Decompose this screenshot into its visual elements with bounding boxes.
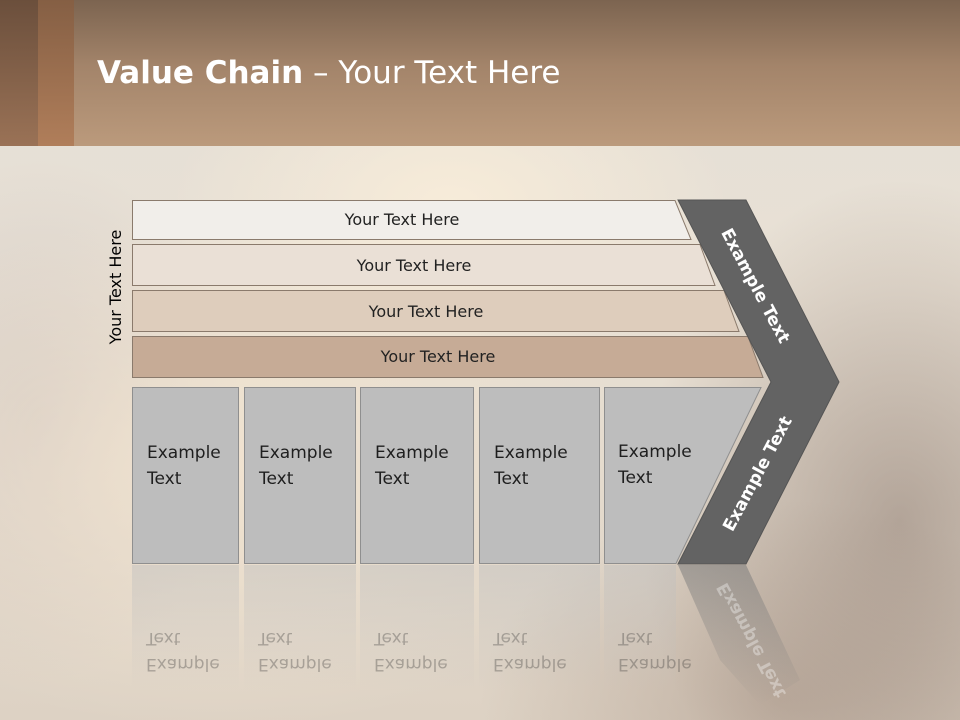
example-box-2: Example Text (244, 387, 356, 564)
reflection-1: Example Text (132, 565, 239, 705)
row-1: Your Text Here (132, 200, 692, 240)
row-2-label: Your Text Here (356, 256, 472, 275)
title-bold: Value Chain (97, 55, 304, 91)
row-2-shape (132, 244, 716, 286)
reflection-5: Example Text (604, 565, 692, 705)
reflection-3: Example Text (360, 565, 474, 705)
example-box-2-label: Example Text (259, 443, 333, 489)
chevron-shape (677, 199, 840, 565)
slide-title: Value Chain – Your Text Here (97, 53, 560, 93)
header-band: Value Chain – Your Text Here (0, 0, 960, 146)
example-box-5-label: Example Text (618, 442, 692, 488)
example-box-5: Example Text (604, 387, 762, 564)
example-box-1: Example Text (132, 387, 239, 564)
row-1-label: Your Text Here (344, 210, 460, 229)
chevron-reflection (678, 565, 800, 705)
row-3: Your Text Here (132, 290, 740, 332)
example-box-5-shape (604, 387, 762, 564)
example-box-1-label: Example Text (147, 443, 221, 489)
example-box-3-label: Example Text (375, 443, 449, 489)
row-4-label: Your Text Here (380, 347, 496, 366)
reflection-2: Example Text (244, 565, 356, 705)
example-box-4: Example Text (479, 387, 600, 564)
row-3-shape (132, 290, 740, 332)
row-2: Your Text Here (132, 244, 716, 286)
example-box-3: Example Text (360, 387, 474, 564)
reflection-4: Example Text (479, 565, 600, 705)
row-3-label: Your Text Here (368, 302, 484, 321)
header-accent-bar (38, 0, 74, 146)
row-4: Your Text Here (132, 336, 764, 378)
header-accent-bar (0, 0, 38, 146)
title-rest: – Your Text Here (303, 55, 561, 91)
row-4-shape (132, 336, 764, 378)
row-1-shape (132, 200, 692, 240)
example-box-4-label: Example Text (494, 443, 568, 489)
